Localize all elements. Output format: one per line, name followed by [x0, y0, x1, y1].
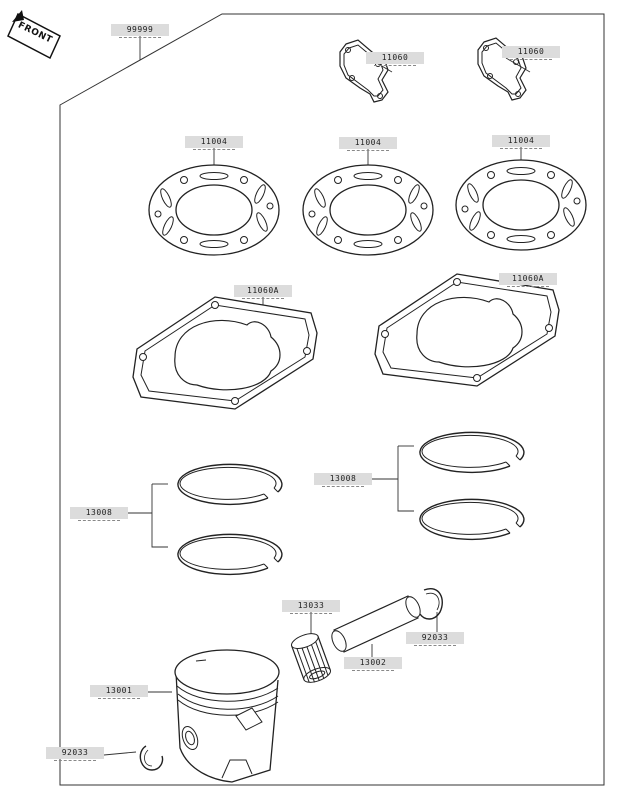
head-gasket-2-icon: [302, 164, 434, 256]
label-base-gasket-1[interactable]: 11060A: [234, 285, 292, 299]
label-rings-right[interactable]: 13008: [314, 473, 372, 487]
ring-left-top-icon: [177, 463, 283, 506]
front-badge-icon: [7, 10, 61, 60]
ring-left-bottom-icon: [177, 533, 283, 576]
label-circlip-left[interactable]: 92033: [46, 747, 104, 761]
label-rings-left[interactable]: 13008: [70, 507, 128, 521]
circlip-left-icon: [139, 745, 164, 771]
piston-pin-icon: [331, 595, 421, 653]
circlip-right-icon: [419, 588, 443, 620]
label-needle-bearing[interactable]: 13033: [282, 600, 340, 614]
gasket-1-icon: [339, 39, 389, 103]
label-gasket-2[interactable]: 11060: [502, 46, 560, 60]
label-head-gasket-3[interactable]: 11004: [492, 135, 550, 149]
piston-icon: [174, 649, 280, 783]
needle-bearing-icon: [290, 633, 332, 683]
base-gasket-1-icon: [132, 296, 318, 410]
label-base-gasket-2[interactable]: 11060A: [499, 273, 557, 287]
label-piston[interactable]: 13001: [90, 685, 148, 699]
ring-right-bottom-icon: [419, 498, 525, 541]
label-circlip-right[interactable]: 92033: [406, 632, 464, 646]
label-piston-pin[interactable]: 13002: [344, 657, 402, 671]
frame: [59, 13, 605, 786]
label-gasket-1[interactable]: 11060: [366, 52, 424, 66]
label-head-gasket-2[interactable]: 11004: [339, 137, 397, 151]
label-kit[interactable]: 99999: [111, 24, 169, 38]
label-head-gasket-1[interactable]: 11004: [185, 136, 243, 150]
head-gasket-1-icon: [148, 164, 280, 256]
ring-right-top-icon: [419, 431, 525, 474]
head-gasket-3-icon: [455, 159, 587, 251]
base-gasket-2-icon: [374, 273, 560, 387]
